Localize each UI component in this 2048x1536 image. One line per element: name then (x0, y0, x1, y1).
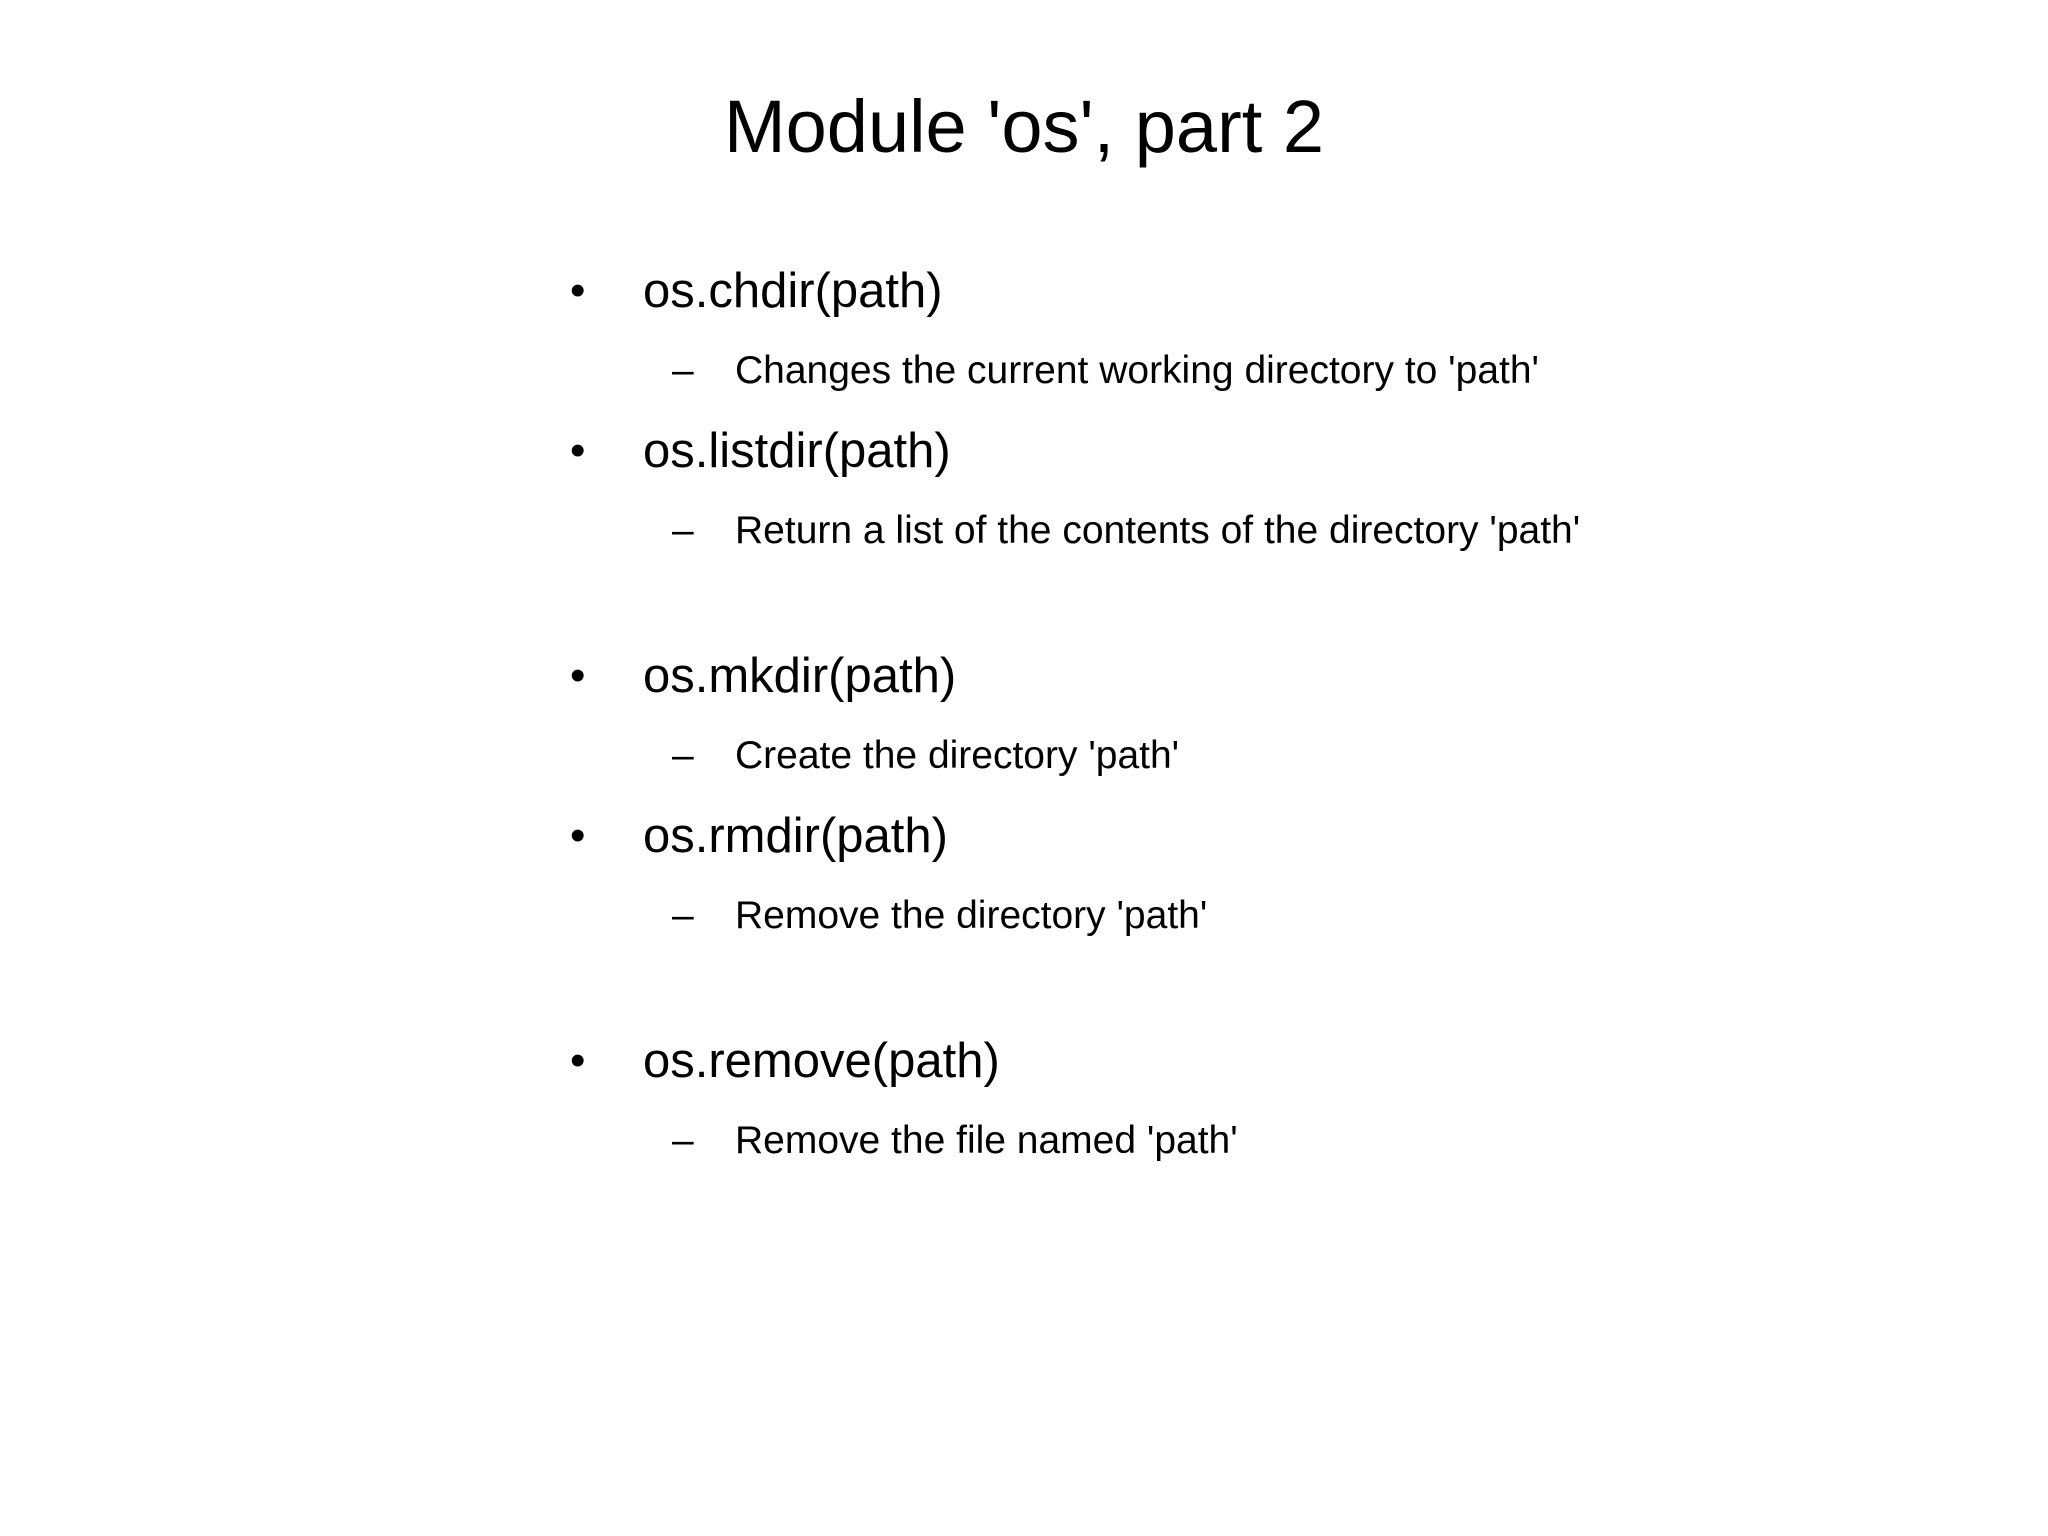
list-item: • os.listdir(path) (570, 410, 1870, 492)
function-name: os.chdir(path) (643, 264, 943, 318)
function-description: Remove the directory 'path' (735, 894, 1208, 937)
bullet-icon: • (570, 651, 586, 700)
dash-icon: – (672, 509, 694, 552)
list-subitem: – Return a list of the contents of the d… (672, 492, 1870, 570)
list-item: • os.remove(path) (570, 1020, 1870, 1102)
dash-icon: – (672, 1119, 694, 1162)
function-description: Remove the file named 'path' (735, 1119, 1238, 1162)
bullet-icon: • (570, 811, 586, 860)
bullet-list: • os.chdir(path) – Changes the current w… (570, 250, 1870, 1180)
bullet-icon: • (570, 1036, 586, 1085)
list-subitem: – Remove the directory 'path' (672, 877, 1870, 955)
bullet-icon: • (570, 266, 586, 315)
list-item: • os.chdir(path) (570, 250, 1870, 332)
function-name: os.rmdir(path) (643, 809, 948, 863)
bullet-icon: • (570, 426, 586, 475)
blank-line (570, 570, 1870, 635)
slide-title: Module 'os', part 2 (723, 85, 1325, 168)
function-name: os.remove(path) (643, 1034, 1000, 1088)
list-item: • os.rmdir(path) (570, 795, 1870, 877)
function-name: os.mkdir(path) (643, 649, 957, 703)
dash-icon: – (672, 734, 694, 777)
list-item: • os.mkdir(path) (570, 635, 1870, 717)
function-description: Create the directory 'path' (735, 734, 1180, 777)
function-description: Return a list of the contents of the dir… (735, 509, 1581, 552)
blank-line (570, 955, 1870, 1020)
dash-icon: – (672, 894, 694, 937)
list-subitem: – Remove the file named 'path' (672, 1102, 1870, 1180)
list-subitem: – Create the directory 'path' (672, 717, 1870, 795)
function-description: Changes the current working directory to… (735, 349, 1539, 392)
dash-icon: – (672, 349, 694, 392)
function-name: os.listdir(path) (643, 424, 951, 478)
list-subitem: – Changes the current working directory … (672, 332, 1870, 410)
